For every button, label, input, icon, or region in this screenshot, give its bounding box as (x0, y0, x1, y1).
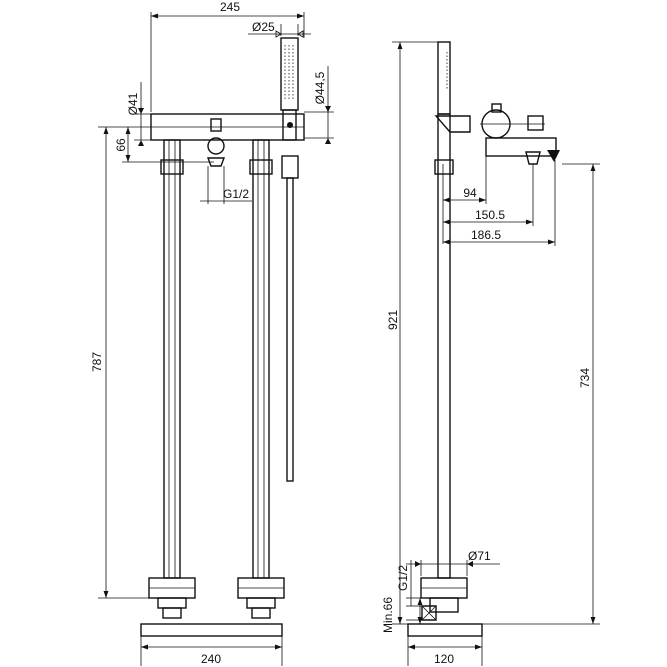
side-view (407, 41, 560, 637)
front-right-riser (252, 139, 270, 579)
dim-depth-186: 186.5 (471, 228, 501, 242)
dim-depth-94: 94 (463, 186, 477, 200)
dim-diameter-hand: Ø25 (252, 20, 275, 34)
dim-diameter-head: Ø44,5 (313, 71, 327, 104)
side-spout-outlet (525, 151, 541, 165)
dim-height-body: 66 (114, 138, 128, 152)
dim-height-spout: 734 (578, 368, 592, 388)
front-diverter-top (210, 118, 222, 132)
dim-width-top: 245 (220, 0, 240, 14)
dim-diameter-body: Ø41 (126, 92, 140, 115)
dim-height-total-side: 921 (386, 310, 400, 330)
front-dimensions: 245 Ø25 Ø41 Ø44,5 66 G1/2 (90, 0, 334, 666)
side-lever (434, 115, 471, 133)
front-hose-connector (281, 155, 299, 179)
side-dimensions: 921 94 150.5 186.5 734 Ø71 G1/2 (381, 41, 600, 666)
dim-min-height: Min.66 (381, 597, 395, 633)
side-hand-shower (437, 41, 451, 115)
front-hand-shower (280, 37, 299, 111)
front-hand-shower-spray (284, 45, 294, 100)
dim-depth-150: 150.5 (475, 208, 505, 222)
dim-thread-side: G1/2 (396, 565, 410, 591)
dim-width-base-side: 120 (434, 652, 454, 666)
side-floor-plate (407, 623, 483, 637)
front-holder-dot (287, 122, 293, 128)
side-spout (485, 137, 557, 157)
dim-width-base-front: 240 (201, 652, 221, 666)
dim-diameter-base: Ø71 (468, 549, 491, 563)
side-column (437, 113, 451, 579)
front-view (140, 37, 305, 637)
dim-height-total-front: 787 (90, 352, 104, 372)
front-floor-plate (140, 623, 283, 637)
dim-thread-front: G1/2 (223, 187, 249, 201)
front-diverter-knob (207, 137, 225, 155)
front-left-riser (163, 139, 181, 579)
front-hose (286, 177, 294, 482)
